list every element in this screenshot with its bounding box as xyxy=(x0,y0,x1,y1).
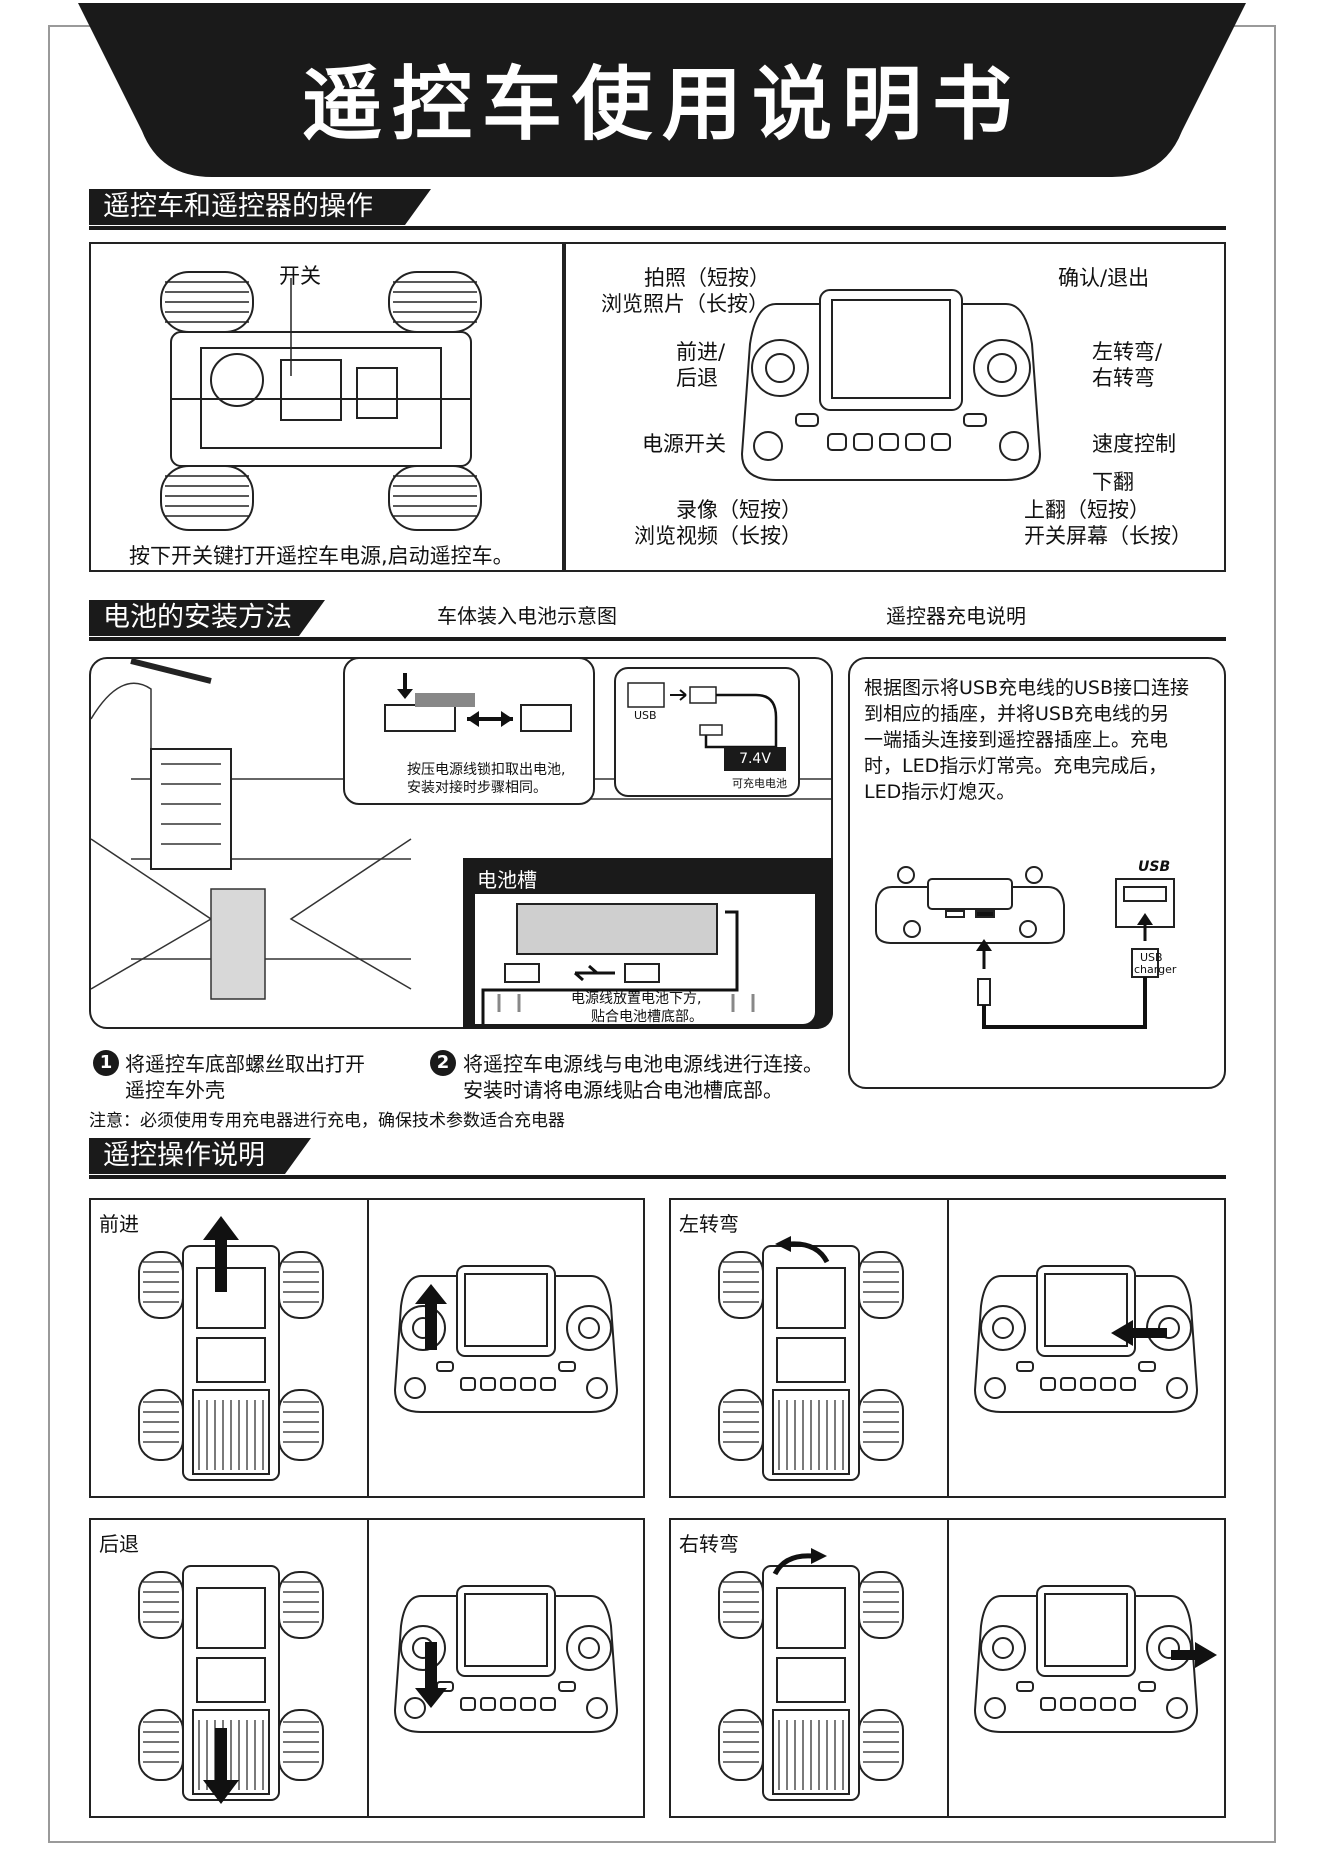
section-heading: 遥控车和遥控器的操作 xyxy=(89,189,405,225)
cell-divider xyxy=(947,1520,949,1816)
charging-text-line-3: 一端插头连接到遥控器插座上。充电 xyxy=(864,729,1169,751)
connector-instruction-1: 按压电源线锁扣取出电池, xyxy=(407,762,566,778)
control-cell-forward: 前进 xyxy=(89,1198,645,1498)
forward-label: 前进/ xyxy=(676,340,726,364)
usb-port-text: USB xyxy=(634,709,657,722)
control-cell-left-turn: 左转弯 xyxy=(669,1198,1226,1498)
stick-down-arrow-icon xyxy=(415,1642,447,1708)
stick-up-arrow-icon xyxy=(415,1284,447,1350)
photo-browse-label: 浏览照片（长按） xyxy=(601,292,769,316)
step-1-number: 1 xyxy=(93,1050,119,1076)
heading-rule xyxy=(89,226,1226,230)
section-heading: 电池的安装方法 xyxy=(89,600,299,636)
connector-inset: 按压电源线锁扣取出电池, 安装对接时步骤相同。 xyxy=(343,657,595,805)
connector-illustration xyxy=(384,673,572,732)
controller-small xyxy=(393,1265,619,1413)
charging-illustration xyxy=(875,866,1175,1029)
step-1-text: 将遥控车底部螺丝取出打开 xyxy=(125,1052,365,1076)
record-label: 录像（短按） xyxy=(676,498,802,522)
car-front-view xyxy=(718,1245,904,1481)
battery-pack-inset: USB 7.4V 可充电电池 xyxy=(614,667,800,797)
control-cell-right-turn: 右转弯 xyxy=(669,1518,1226,1818)
cell-divider xyxy=(367,1200,369,1496)
car-panel-caption: 按下开关键打开遥控车电源,启动遥控车。 xyxy=(129,544,514,568)
controller-small xyxy=(393,1585,619,1733)
charging-subtitle: 遥控器充电说明 xyxy=(886,604,1026,628)
charging-panel: 根据图示将USB充电线的USB接口连接 到相应的插座，并将USB充电线的另 一端… xyxy=(848,657,1226,1089)
battery-slot-inset: 电池槽 电源线放置电池下方, 贴合电池槽底部。 xyxy=(463,858,833,1029)
page-title: 遥控车使用说明书 xyxy=(302,58,1022,151)
heading-tail xyxy=(299,600,325,636)
record-browse-label: 浏览视频（长按） xyxy=(634,524,802,548)
charging-text-line-5: LED指示灯熄灭。 xyxy=(864,781,1016,803)
car-front-view xyxy=(718,1565,904,1801)
title-banner xyxy=(78,3,1246,177)
section-control-header: 遥控操作说明 xyxy=(89,1138,1226,1179)
step-2-text-cont: 安装时请将电源线贴合电池槽底部。 xyxy=(463,1078,783,1102)
usb-logo: USB xyxy=(1138,859,1171,875)
confirm-label: 确认/退出 xyxy=(1058,266,1150,290)
charging-text-line-1: 根据图示将USB充电线的USB接口连接 xyxy=(864,677,1190,699)
car-panel: 开关 按下开关键打开遥控车电源,启动遥控车。 xyxy=(89,242,564,572)
battery-voltage: 7.4V xyxy=(724,747,786,771)
turn-left-label: 左转弯/ xyxy=(1092,340,1163,364)
control-label-right-turn: 右转弯 xyxy=(679,1532,739,1556)
cell-divider xyxy=(947,1200,949,1496)
forward-arrow-icon xyxy=(203,1216,239,1292)
control-label-forward: 前进 xyxy=(99,1212,139,1236)
heading-rule xyxy=(89,637,1226,641)
section-operation-header: 遥控车和遥控器的操作 xyxy=(89,189,1226,230)
charging-text-line-4: 时，LED指示灯常亮。充电完成后， xyxy=(864,755,1168,777)
charging-text-line-2: 到相应的插座，并将USB充电线的另 xyxy=(864,703,1170,725)
connector-instruction-2: 安装对接时步骤相同。 xyxy=(407,780,547,796)
power-switch-label: 电源开关 xyxy=(642,432,726,456)
turn-left-arrow-icon xyxy=(775,1236,830,1264)
car-front-view xyxy=(138,1245,324,1481)
backward-arrow-icon xyxy=(203,1728,239,1804)
cell-divider xyxy=(367,1520,369,1816)
usb-charger-label: USB xyxy=(1140,951,1163,964)
slot-instruction-1: 电源线放置电池下方, xyxy=(571,991,702,1007)
photo-label: 拍照（短按） xyxy=(644,266,770,290)
car-top-view-illustration xyxy=(160,271,482,531)
heading-tail xyxy=(285,1138,311,1174)
battery-slot-body: 电源线放置电池下方, 贴合电池槽底部。 xyxy=(475,894,815,1025)
controller-small xyxy=(973,1265,1199,1413)
step-2-text: 将遥控车电源线与电池电源线进行连接。 xyxy=(463,1052,823,1076)
heading-rule xyxy=(89,1175,1226,1179)
control-label-left-turn: 左转弯 xyxy=(679,1212,739,1236)
turn-right-label: 右转弯 xyxy=(1092,366,1155,390)
slot-instruction-2: 贴合电池槽底部。 xyxy=(591,1009,703,1025)
control-label-backward: 后退 xyxy=(99,1532,139,1556)
stick-left-arrow-icon xyxy=(1111,1320,1167,1346)
speed-control-label: 速度控制 xyxy=(1092,432,1176,456)
section-battery-header: 电池的安装方法 xyxy=(89,600,1226,641)
stick-right-arrow-icon xyxy=(1171,1642,1217,1668)
backward-label: 后退 xyxy=(676,366,718,390)
charging-note: 注意：必须使用专用充电器进行充电，确保技术参数适合充电器 xyxy=(89,1111,565,1131)
battery-diagram-subtitle: 车体装入电池示意图 xyxy=(437,604,617,628)
controller-illustration xyxy=(740,289,1042,481)
battery-slot-illustration xyxy=(481,903,755,1024)
usb-charger-label-2: charger xyxy=(1134,963,1177,976)
switch-label: 开关 xyxy=(279,264,321,288)
step-2-number: 2 xyxy=(430,1050,456,1076)
screen-toggle-label: 开关屏幕（长按） xyxy=(1024,524,1192,548)
step-1-text-cont: 遥控车外壳 xyxy=(125,1078,225,1102)
page-down-label: 下翻 xyxy=(1092,470,1134,494)
battery-pack-illustration xyxy=(627,682,778,749)
turn-right-arrow-icon xyxy=(772,1548,827,1576)
battery-caption: 可充电电池 xyxy=(732,777,787,790)
heading-tail xyxy=(405,189,431,225)
control-cell-backward: 后退 xyxy=(89,1518,645,1818)
page-up-label: 上翻（短按） xyxy=(1024,498,1150,522)
controller-panel: 拍照（短按） 浏览照片（长按） 确认/退出 前进/ 后退 左转弯/ 右转弯 电源… xyxy=(564,242,1226,572)
battery-slot-label: 电池槽 xyxy=(477,868,537,892)
section-heading: 遥控操作说明 xyxy=(89,1138,285,1174)
controller-small xyxy=(973,1585,1199,1733)
